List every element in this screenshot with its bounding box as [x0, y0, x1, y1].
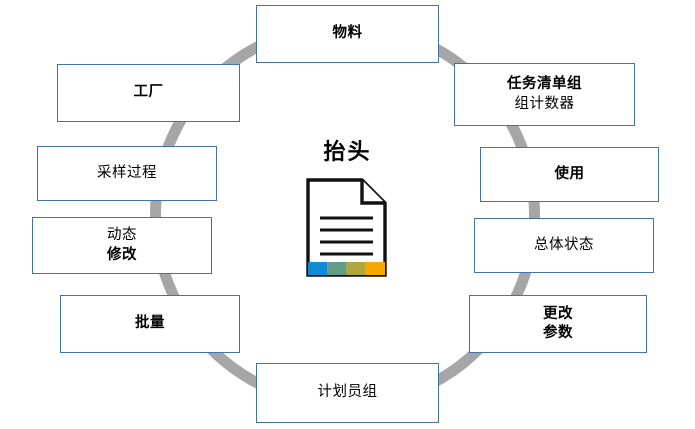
node-task-list-group-line-2: 组计数器 [514, 95, 575, 112]
node-task-list-group-line-1: 任务清单组 [507, 76, 582, 93]
node-sampling-process[interactable]: 采样过程 [37, 146, 217, 201]
document-icon-color-stripe [308, 262, 385, 275]
node-change-parameters[interactable]: 更改 参数 [469, 295, 647, 353]
node-overall-status-line-1: 总体状态 [534, 236, 594, 253]
node-factory-line-1: 工厂 [133, 84, 164, 101]
node-task-list-group[interactable]: 任务清单组 组计数器 [454, 63, 635, 126]
node-planner-group[interactable]: 计划员组 [256, 363, 439, 423]
node-sampling-process-line-1: 采样过程 [97, 164, 157, 181]
node-batch[interactable]: 批量 [60, 295, 240, 353]
node-overall-status[interactable]: 总体状态 [474, 218, 654, 273]
node-dynamic-modification-line-1: 动态 [107, 227, 137, 244]
node-dynamic-modification-line-2: 修改 [107, 246, 137, 263]
center-title: 抬头 [323, 140, 372, 165]
node-material[interactable]: 物料 [256, 5, 439, 63]
node-change-parameters-line-2: 参数 [543, 325, 573, 341]
document-icon [306, 178, 387, 277]
node-usage-line-1: 使用 [554, 165, 585, 182]
node-dynamic-modification[interactable]: 动态 修改 [32, 217, 212, 274]
node-factory[interactable]: 工厂 [57, 64, 240, 122]
node-planner-group-line-1: 计划员组 [317, 384, 378, 401]
node-usage[interactable]: 使用 [480, 147, 659, 202]
node-material-line-1: 物料 [332, 25, 363, 42]
node-change-parameters-line-1: 更改 [543, 305, 573, 322]
node-batch-line-1: 批量 [135, 315, 165, 332]
